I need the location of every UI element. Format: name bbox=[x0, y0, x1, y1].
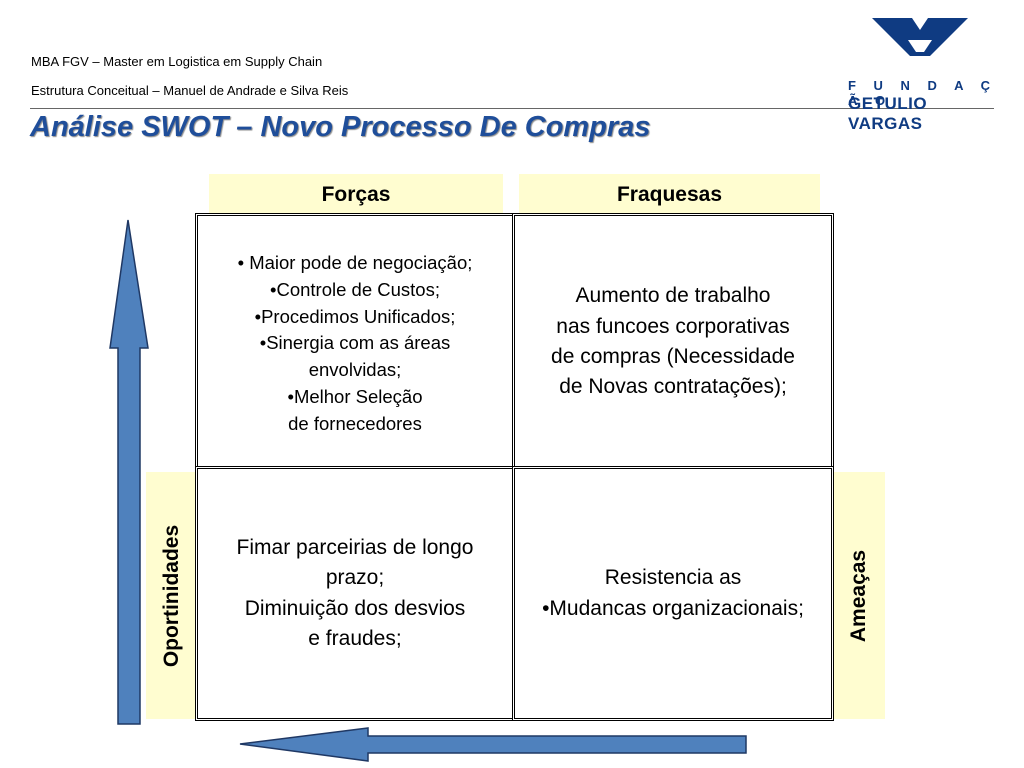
fraquesas-cell: Aumento de trabalho nas funcoes corporat… bbox=[512, 213, 834, 471]
header-divider bbox=[30, 108, 994, 109]
logo-text-fundacao: F U N D A Ç Ã O bbox=[848, 78, 997, 108]
horizontal-left-arrow bbox=[239, 727, 747, 762]
oportunidades-cell: Fimar parceirias de longo prazo; Diminui… bbox=[195, 466, 515, 721]
ameacas-label: Ameaças bbox=[847, 549, 870, 642]
forcas-item: de fornecedores bbox=[288, 412, 422, 434]
ameacas-cell: Resistencia as •Mudancas organizacionais… bbox=[512, 466, 834, 721]
oportunidades-line: e fraudes; bbox=[308, 626, 402, 650]
fraquesas-label: Fraquesas bbox=[519, 174, 820, 215]
page-title: Análise SWOT – Novo Processo De Compras bbox=[30, 111, 651, 143]
ameacas-line: •Mudancas organizacionais; bbox=[542, 596, 804, 620]
fraquesas-line: nas funcoes corporativas bbox=[556, 314, 790, 338]
fgv-logo-mark-icon bbox=[872, 18, 968, 56]
forcas-item: • Maior pode de negociação; bbox=[237, 252, 473, 273]
fraquesas-line: Aumento de trabalho bbox=[575, 284, 771, 308]
forcas-item: •Melhor Seleção bbox=[287, 386, 423, 408]
forcas-item: •Controle de Custos; bbox=[270, 278, 440, 300]
logo-text-getulio-vargas: GETULIO VARGAS bbox=[848, 94, 928, 133]
forcas-label: Forças bbox=[209, 174, 503, 215]
oportunidades-line: Diminuição dos desvios bbox=[244, 596, 466, 620]
vertical-up-arrow bbox=[109, 219, 149, 725]
fgv-logo: F U N D A Ç Ã O GETULIO VARGAS bbox=[840, 14, 1000, 133]
fraquesas-line: de compras (Necessidade bbox=[551, 345, 795, 368]
course-title: MBA FGV – Master em Logistica em Supply … bbox=[31, 54, 323, 69]
course-subtitle: Estrutura Conceitual – Manuel de Andrade… bbox=[31, 83, 349, 98]
forcas-item: envolvidas; bbox=[308, 359, 402, 381]
oportunidades-label-box: Oportinidades bbox=[146, 472, 198, 719]
fraquesas-line: de Novas contratações); bbox=[559, 375, 787, 399]
forcas-item: •Procedimos Unificados; bbox=[254, 305, 456, 327]
oportunidades-line: Fimar parceirias de longo bbox=[236, 535, 474, 559]
oportunidades-line: prazo; bbox=[325, 566, 385, 590]
forcas-cell: • Maior pode de negociação; •Controle de… bbox=[195, 213, 515, 471]
ameacas-line: Resistencia as bbox=[604, 566, 742, 590]
oportunidades-label: Oportinidades bbox=[160, 524, 183, 667]
forcas-item: •Sinergia com as áreas bbox=[259, 332, 451, 354]
ameacas-label-box: Ameaças bbox=[833, 472, 885, 719]
